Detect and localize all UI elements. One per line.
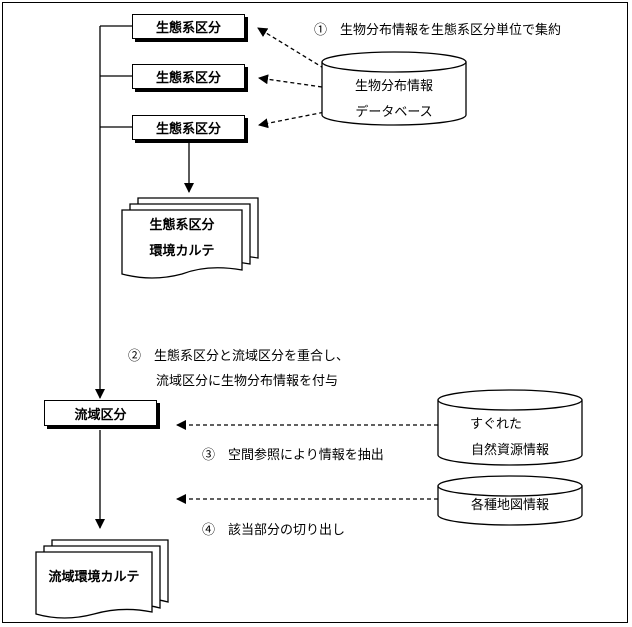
document-stack-ecosystem-karte: [121, 197, 259, 279]
step4-note: ④ 該当部分の切り出し: [202, 523, 346, 538]
database-cylinder-natural: [437, 389, 583, 466]
ecosystem-karte-line1: 生態系区分: [149, 218, 215, 233]
ecosystem-karte-line2: 環境カルテ: [149, 244, 215, 259]
document-stack-watershed-karte: [35, 539, 169, 619]
natural-db-label: すぐれた 自然資源情報: [438, 412, 582, 464]
bus-line: [95, 25, 132, 399]
bio-db-line1: 生物分布情報: [354, 79, 433, 94]
ecosystem-box-1-label: 生態系区分: [155, 21, 221, 36]
watershed-box: 流域区分: [44, 400, 157, 426]
ecosystem-box-2-label: 生態系区分: [155, 71, 221, 86]
ecosystem-box-2: 生態系区分: [132, 64, 245, 89]
ecosystem-box-3: 生態系区分: [132, 115, 245, 140]
database-cylinder-bio: [321, 51, 467, 126]
step3-note: ③ 空間参照により情報を抽出: [202, 448, 384, 463]
maps-db-line1: 各種地図情報: [470, 498, 549, 513]
ecosystem-box-1: 生態系区分: [132, 14, 245, 39]
ecosystem-karte-label: 生態系区分 環境カルテ: [122, 213, 242, 265]
dashed-arrow-db-to-eco-3: [258, 110, 331, 129]
step2-note-line1: ② 生態系区分と流域区分を重合し、: [128, 349, 350, 364]
watershed-karte-line1: 流域環境カルテ: [48, 570, 140, 585]
bio-db-label: 生物分布情報 データベース: [322, 74, 466, 126]
watershed-karte-label: 流域環境カルテ: [36, 565, 152, 591]
dashed-arrow-db-to-eco-2: [258, 74, 323, 88]
step1-note: ① 生物分布情報を生態系区分単位で集約: [314, 23, 562, 38]
database-cylinder-maps: [437, 475, 583, 526]
dashed-arrow-db-to-eco-1: [257, 27, 331, 73]
bio-db-line2: データベース: [355, 105, 433, 120]
step2-note-line2: 流域区分に生物分布情報を付与: [156, 374, 339, 389]
watershed-box-label: 流域区分: [74, 407, 127, 423]
maps-db-label: 各種地図情報: [438, 493, 582, 519]
ecosystem-box-3-label: 生態系区分: [155, 122, 221, 137]
natural-db-line2: 自然資源情報: [470, 443, 549, 458]
natural-db-line1: すぐれた: [470, 417, 523, 432]
